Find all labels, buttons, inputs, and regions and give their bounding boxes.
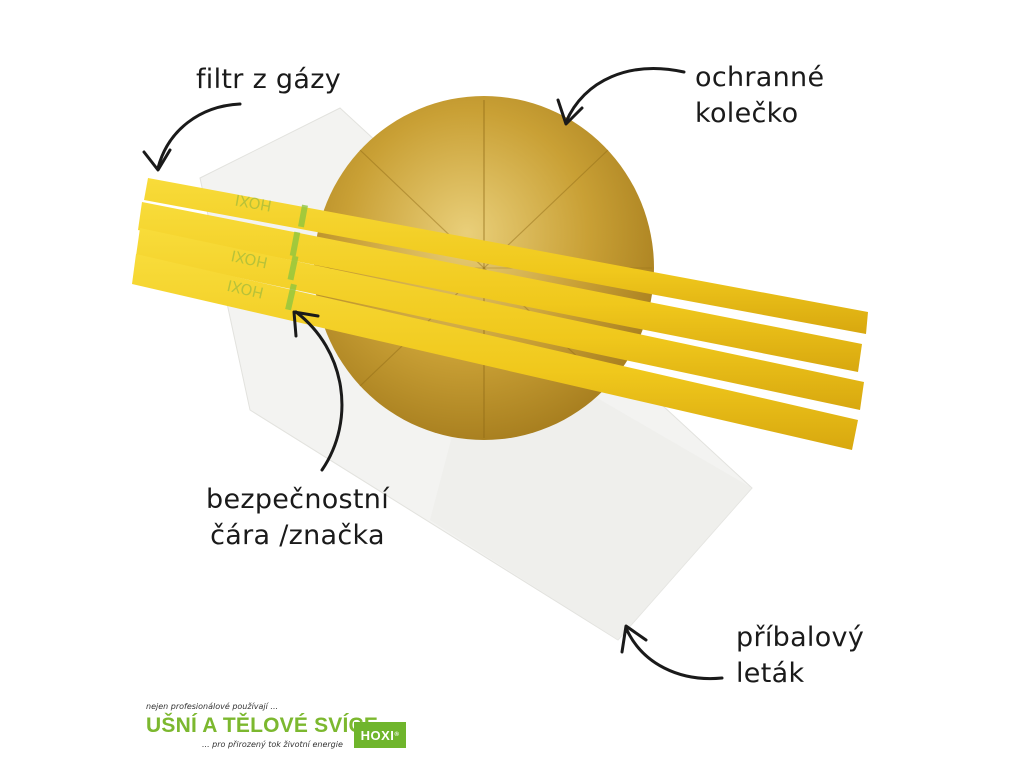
brand-title: UŠNÍ A TĚLOVÉ SVÍCE bbox=[146, 714, 379, 737]
brand-logo-block: nejen profesionálové používají ... UŠNÍ … bbox=[146, 702, 416, 758]
arrow-leaflet-icon bbox=[620, 624, 724, 681]
candle-4 bbox=[132, 254, 858, 450]
hoxi-logo-text: HOXI bbox=[360, 727, 395, 743]
label-filter-text: filtr z gázy bbox=[196, 64, 341, 95]
label-protective-ring-line1: ochranné bbox=[695, 62, 825, 93]
brand-tagline-top: nejen profesionálové používají ... bbox=[146, 702, 279, 711]
label-safety-line: bezpečnostní čára /značka bbox=[206, 482, 389, 554]
label-filter: filtr z gázy bbox=[196, 62, 341, 98]
arrow-ring-icon bbox=[556, 67, 686, 126]
hoxi-logo-reg: ® bbox=[394, 732, 400, 738]
hoxi-logo: HOXI® bbox=[354, 722, 406, 748]
label-leaflet: příbalový leták bbox=[736, 620, 864, 692]
label-protective-ring-line2: kolečko bbox=[695, 98, 799, 129]
label-safety-line-line1: bezpečnostní bbox=[206, 484, 390, 515]
label-safety-line-line2: čára /značka bbox=[210, 520, 385, 551]
candles: HOXI HOXI HOXI bbox=[132, 178, 868, 450]
label-leaflet-line2: leták bbox=[736, 658, 805, 689]
brand-tagline-bottom: ... pro přirozený tok životní energie bbox=[202, 740, 343, 749]
candle-3 bbox=[136, 228, 864, 410]
arrow-safety-line-icon bbox=[292, 310, 344, 472]
candle-2 bbox=[138, 202, 862, 372]
label-leaflet-line1: příbalový bbox=[736, 622, 865, 653]
candle-1 bbox=[144, 178, 868, 334]
arrow-filter-icon bbox=[142, 102, 242, 172]
label-protective-ring: ochranné kolečko bbox=[695, 60, 824, 132]
